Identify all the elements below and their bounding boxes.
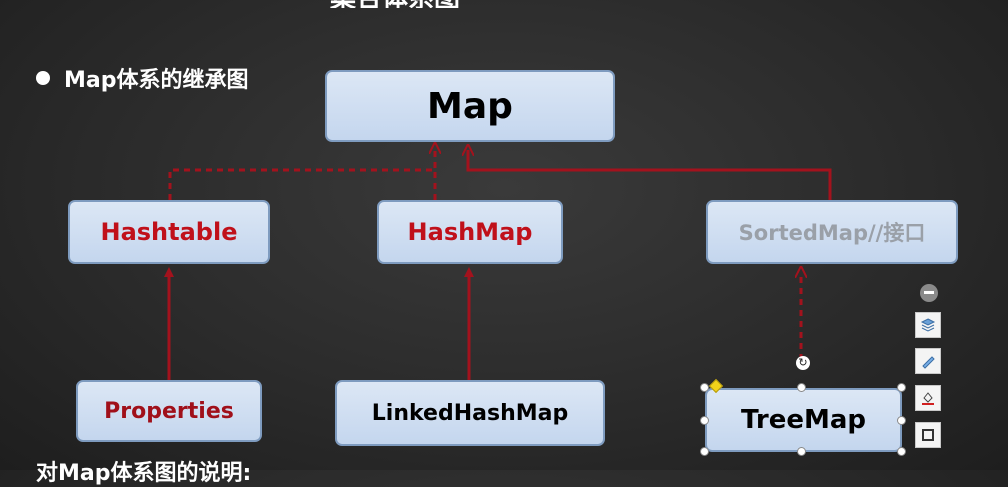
shape-outline-icon[interactable] xyxy=(915,422,941,448)
resize-handle-nw[interactable] xyxy=(700,383,709,392)
node-hashmap[interactable]: HashMap xyxy=(377,200,563,264)
resize-handle-s[interactable] xyxy=(797,447,806,456)
bullet-heading: Map体系的继承图 xyxy=(36,62,249,94)
layout-options-icon[interactable] xyxy=(915,312,941,338)
bullet-text: Map体系的继承图 xyxy=(64,68,249,93)
edge-hashtable-map xyxy=(168,148,435,200)
bullet-dot-icon xyxy=(36,71,50,85)
node-sortedmap[interactable]: SortedMap//接口 xyxy=(706,200,958,264)
node-hashtable[interactable]: Hashtable xyxy=(68,200,270,264)
resize-handle-ne[interactable] xyxy=(897,383,906,392)
node-treemap[interactable]: TreeMap xyxy=(705,388,902,452)
node-map[interactable]: Map xyxy=(325,70,615,142)
resize-handle-sw[interactable] xyxy=(700,447,709,456)
node-properties[interactable]: Properties xyxy=(76,380,262,442)
node-linkedhashmap[interactable]: LinkedHashMap xyxy=(335,380,605,446)
shape-fill-icon[interactable] xyxy=(915,385,941,411)
collapse-icon[interactable] xyxy=(920,284,938,302)
bottom-note: 对Map体系图的说明: xyxy=(36,461,252,486)
resize-handle-n[interactable] xyxy=(797,383,806,392)
edge-sortedmap-map xyxy=(468,150,832,200)
resize-handle-se[interactable] xyxy=(897,447,906,456)
rotate-handle-icon[interactable]: ↻ xyxy=(796,356,810,370)
resize-handle-w[interactable] xyxy=(700,416,709,425)
shape-styles-icon[interactable] xyxy=(915,348,941,374)
slide-title: 集合体系图 xyxy=(330,0,630,8)
resize-handle-e[interactable] xyxy=(897,416,906,425)
